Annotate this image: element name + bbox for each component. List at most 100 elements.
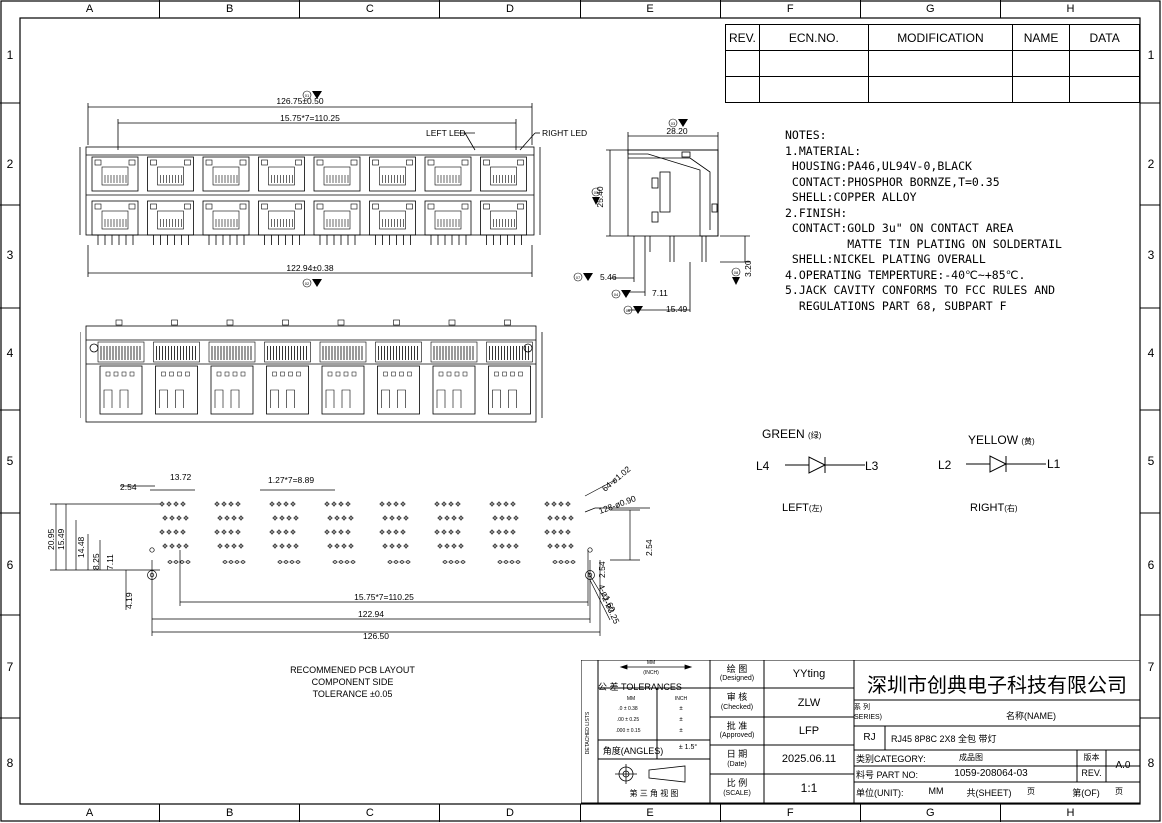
led-window bbox=[517, 159, 524, 166]
rj45-port bbox=[313, 200, 361, 236]
top-port-spring bbox=[214, 389, 240, 408]
side-dim-height: 25.40 bbox=[595, 186, 605, 208]
tb-tol-row: .000 ± 0.15 bbox=[615, 728, 641, 734]
tb-version-cn: 版本 bbox=[1083, 753, 1100, 762]
top-port-contacts bbox=[264, 341, 311, 363]
tb-name-label: 名称(NAME) bbox=[1006, 711, 1056, 721]
rj45-port bbox=[147, 156, 194, 192]
tb-scale-cn: 比 例 bbox=[726, 778, 748, 788]
port-cavity bbox=[101, 210, 129, 230]
top-port-body bbox=[99, 365, 143, 415]
datum-tag-icon: 05 bbox=[591, 187, 601, 205]
led-window bbox=[483, 203, 490, 210]
tb-unit-val: MM bbox=[928, 786, 944, 796]
datum-tag-icon: 07 bbox=[573, 272, 593, 282]
top-tab bbox=[282, 319, 289, 326]
top-port-body bbox=[321, 365, 365, 415]
notes-block: NOTES: 1.MATERIAL: HOUSING:PA46,UL94V-0,… bbox=[785, 128, 1062, 314]
notes-line: CONTACT:PHOSPHOR BORNZE,T=0.35 bbox=[785, 174, 1000, 189]
svg-text:01: 01 bbox=[305, 93, 310, 98]
tb-rev-val: A.0 bbox=[1115, 760, 1131, 771]
pcb-dim-1549: 15.49 bbox=[56, 528, 66, 550]
tb-tol-row: .0 ± 0.38 bbox=[618, 706, 638, 712]
zone-columns-top: A B C D E F G H bbox=[20, 0, 1140, 18]
port-cavity bbox=[268, 166, 295, 186]
tb-designed-cn: 绘 图 bbox=[726, 664, 748, 674]
zone-col-b: B bbox=[159, 804, 299, 822]
top-port-spring bbox=[159, 389, 184, 408]
diode-right-icon bbox=[966, 455, 1046, 473]
top-port-hole bbox=[113, 371, 119, 377]
tb-unit-label: 单位(UNIT): bbox=[856, 788, 904, 798]
port-cavity bbox=[323, 210, 351, 230]
rj45-port bbox=[91, 200, 139, 236]
rj45-port bbox=[424, 200, 472, 236]
zone-columns-bottom: A B C D E F G H bbox=[20, 804, 1140, 822]
led-window bbox=[316, 159, 324, 166]
pcb-dim-2095: 20.95 bbox=[46, 528, 56, 550]
rj45-port bbox=[313, 156, 361, 192]
top-port-hole bbox=[216, 371, 222, 377]
pcb-dim-254-right2: 2.54 bbox=[597, 561, 607, 578]
ecn-header: ECN.NO. bbox=[758, 24, 869, 51]
top-port-spring bbox=[436, 389, 462, 408]
led-window bbox=[350, 203, 358, 210]
tb-tol-col-mm: MM bbox=[626, 696, 636, 702]
notes-line: 2.FINISH: bbox=[785, 205, 848, 220]
top-tab bbox=[171, 319, 178, 326]
top-port-body bbox=[210, 365, 254, 415]
led-window bbox=[261, 159, 268, 166]
rj45-port bbox=[369, 200, 416, 236]
port-cavity bbox=[434, 166, 462, 186]
led-window bbox=[427, 159, 435, 166]
front-view: 126.75±0.50 15.75*7=110.25 122.94±0.38 L… bbox=[79, 90, 587, 288]
rj45-port bbox=[202, 156, 250, 192]
top-port-body bbox=[266, 365, 309, 415]
top-port-hole bbox=[494, 371, 499, 377]
tb-detached-lists: DETACHED LISTS bbox=[585, 711, 591, 755]
zone-row-2-right: 2 bbox=[1147, 157, 1155, 171]
notes-line: 1.MATERIAL: bbox=[785, 143, 862, 158]
top-port-hole bbox=[185, 371, 190, 377]
top-port-hole bbox=[383, 371, 388, 377]
pcb-dim-419: 4.19 bbox=[124, 592, 134, 609]
zone-row-2-left: 2 bbox=[6, 157, 14, 171]
top-port-hole bbox=[510, 371, 515, 377]
datum-tag-icon: 04 bbox=[611, 289, 631, 299]
svg-text:05: 05 bbox=[594, 190, 599, 195]
led-window bbox=[406, 203, 413, 210]
tb-rev-label: REV. bbox=[1081, 768, 1102, 778]
tb-category-label: 类别CATEGORY: bbox=[856, 754, 926, 764]
tb-checked-cn: 审 核 bbox=[726, 692, 748, 702]
pcb-dim-holes2: 128-ø0.90 bbox=[597, 493, 637, 516]
top-port-contacts bbox=[153, 341, 200, 363]
top-tab bbox=[448, 319, 456, 326]
datum-tag-icon: 06 bbox=[623, 305, 643, 315]
svg-text:07: 07 bbox=[576, 275, 581, 280]
top-port-spring bbox=[325, 389, 351, 408]
zone-col-h: H bbox=[999, 0, 1140, 18]
top-port-hole bbox=[169, 371, 174, 377]
front-dim-pitch: 15.75*7=110.25 bbox=[280, 113, 340, 123]
zone-col-a: A bbox=[85, 3, 94, 15]
tb-company: 深圳市创典电子科技有限公司 bbox=[867, 673, 1127, 697]
zone-col-d: D bbox=[439, 804, 579, 822]
led-window bbox=[461, 159, 469, 166]
tb-approved: (Approved) bbox=[719, 732, 755, 739]
pcb-dim-325: 2-ø3.25 bbox=[600, 595, 622, 626]
front-ports bbox=[91, 156, 527, 245]
zone-row-6-right: 6 bbox=[1147, 558, 1155, 572]
tb-projection: 第 三 角 视 图 bbox=[629, 789, 679, 798]
zone-row-8-left: 8 bbox=[6, 756, 14, 770]
top-port-hole bbox=[232, 371, 238, 377]
top-view bbox=[80, 319, 543, 423]
tb-checked-by: ZLW bbox=[797, 697, 821, 709]
data-header: DATA bbox=[1069, 24, 1140, 51]
port-cavity bbox=[157, 166, 184, 186]
notes-title: NOTES: bbox=[785, 128, 827, 142]
zone-col-a: A bbox=[85, 807, 94, 819]
zone-row-4-right: 4 bbox=[1147, 346, 1155, 360]
led-window bbox=[372, 203, 379, 210]
modification-header: MODIFICATION bbox=[867, 24, 1013, 51]
top-port-hole bbox=[177, 371, 182, 377]
